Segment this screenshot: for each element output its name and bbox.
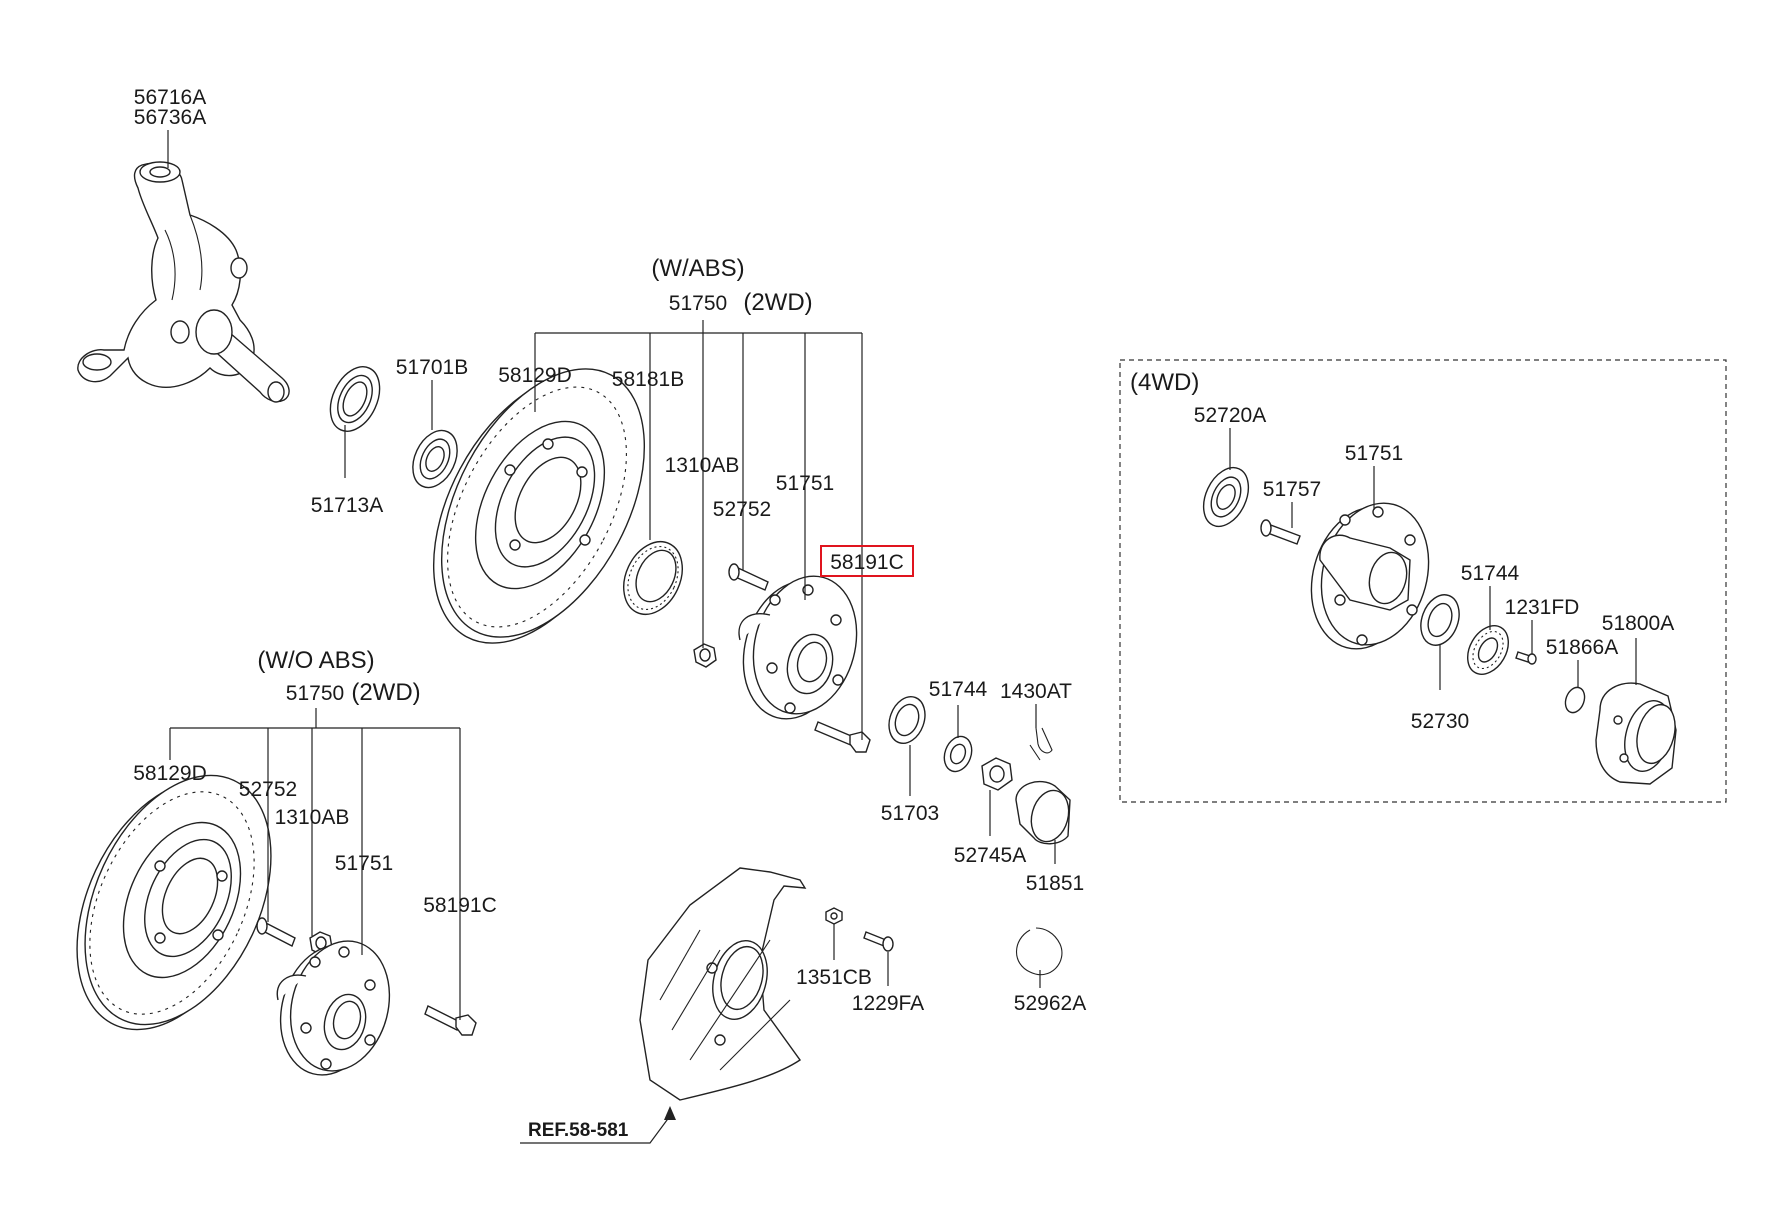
bolt-58191C-top-part[interactable] — [814, 721, 871, 753]
leader-lines — [167, 130, 1637, 1144]
label-58191C-bottom[interactable]: 58191C — [423, 894, 497, 917]
bearing-51701B-part[interactable] — [404, 423, 466, 494]
washer-51744-part[interactable] — [940, 733, 977, 776]
label-51713A[interactable]: 51713A — [311, 494, 383, 517]
locking-hub-51800A-part[interactable] — [1595, 682, 1681, 785]
hub-bolt-52752-bottom-part[interactable] — [256, 917, 296, 947]
label-58129D-top[interactable]: 58129D — [498, 364, 572, 387]
label-56736A[interactable]: 56736A — [134, 106, 206, 129]
cotter-pin-1430AT-part[interactable] — [1029, 727, 1053, 761]
label-1430AT[interactable]: 1430AT — [1000, 680, 1072, 703]
label-1351CB[interactable]: 1351CB — [796, 966, 872, 989]
label-51751-4wd[interactable]: 51751 — [1345, 442, 1403, 465]
label-1231FD[interactable]: 1231FD — [1505, 596, 1580, 619]
seal-51703-part[interactable] — [883, 692, 931, 749]
label-51744[interactable]: 51744 — [929, 678, 988, 701]
label-51800A[interactable]: 51800A — [1602, 612, 1674, 635]
label-58191C-top[interactable]: 58191C — [830, 551, 904, 574]
label-52745A[interactable]: 52745A — [954, 844, 1026, 867]
hub-cap-51851-part[interactable] — [1015, 781, 1074, 846]
label-51703[interactable]: 51703 — [881, 802, 939, 825]
label-56716A[interactable]: 56716A — [134, 86, 206, 109]
wheel-hub-51751-top-part[interactable] — [729, 564, 872, 730]
snap-ring-52962A-part[interactable] — [1016, 927, 1063, 976]
label-4wd: (4WD) — [1130, 369, 1199, 396]
hub-bolt-52752-top-part[interactable] — [728, 563, 769, 591]
label-2wd-top: (2WD) — [743, 289, 812, 316]
wheel-hub-51751-4wd-part[interactable] — [1296, 491, 1444, 661]
washer-51744-4wd-part[interactable] — [1459, 618, 1516, 681]
bolt-58191C-bottom-part[interactable] — [424, 1005, 477, 1036]
four-wd-group-box — [1119, 359, 1727, 803]
label-w-abs: (W/ABS) — [651, 255, 744, 282]
label-58181B[interactable]: 58181B — [612, 368, 684, 391]
highlight-box — [820, 545, 914, 577]
label-1310AB-top[interactable]: 1310AB — [665, 454, 740, 477]
screw-1231FD-part[interactable] — [1515, 651, 1537, 665]
nut-1351CB-part[interactable] — [825, 907, 843, 925]
bearing-52730-part[interactable] — [1414, 589, 1466, 650]
label-1310AB-bottom[interactable]: 1310AB — [275, 806, 350, 829]
label-51750-bottom[interactable]: 51750 — [286, 682, 344, 705]
dust-cover-part[interactable] — [639, 867, 807, 1101]
label-51866A[interactable]: 51866A — [1546, 636, 1618, 659]
label-w-o-abs: (W/O ABS) — [257, 647, 374, 674]
seal-52720A-part[interactable] — [1195, 460, 1257, 533]
snap-ring-51866A-part[interactable] — [1562, 685, 1588, 716]
lock-nut-52745A-part[interactable] — [981, 757, 1013, 791]
label-51851[interactable]: 51851 — [1026, 872, 1084, 895]
label-1229FA[interactable]: 1229FA — [852, 992, 924, 1015]
oil-seal-51713A-part[interactable] — [321, 359, 390, 439]
labels: 56716A 56736A 51713A 51701B 58129D 58181… — [133, 86, 1674, 1141]
wheel-hub-51751-bottom-part[interactable] — [267, 930, 404, 1086]
label-52730[interactable]: 52730 — [1411, 710, 1469, 733]
bolt-1229FA-part[interactable] — [863, 931, 894, 952]
steering-knuckle-part[interactable] — [77, 161, 290, 403]
tone-wheel-58181B-part[interactable] — [612, 532, 693, 624]
hub-bolt-51757-part[interactable] — [1260, 519, 1301, 545]
label-51744-4wd[interactable]: 51744 — [1461, 562, 1520, 585]
label-52720A[interactable]: 52720A — [1194, 404, 1266, 427]
brake-disc-58129D-top-part[interactable] — [392, 335, 686, 677]
label-51751-top[interactable]: 51751 — [776, 472, 834, 495]
label-52752-top[interactable]: 52752 — [713, 498, 771, 521]
label-51701B[interactable]: 51701B — [396, 356, 468, 379]
label-51750-top[interactable]: 51750 — [669, 292, 727, 315]
label-ref-58-581[interactable]: REF.58-581 — [528, 1120, 629, 1141]
label-51751-bottom[interactable]: 51751 — [335, 852, 393, 875]
label-52752-bottom[interactable]: 52752 — [239, 778, 297, 801]
label-52962A[interactable]: 52962A — [1014, 992, 1086, 1015]
brake-disc-58129D-bottom-part[interactable] — [40, 746, 308, 1060]
label-58129D-bottom[interactable]: 58129D — [133, 762, 207, 785]
label-51757[interactable]: 51757 — [1263, 478, 1321, 501]
label-2wd-bottom: (2WD) — [351, 679, 420, 706]
nut-1310AB-top-part[interactable] — [693, 643, 717, 668]
